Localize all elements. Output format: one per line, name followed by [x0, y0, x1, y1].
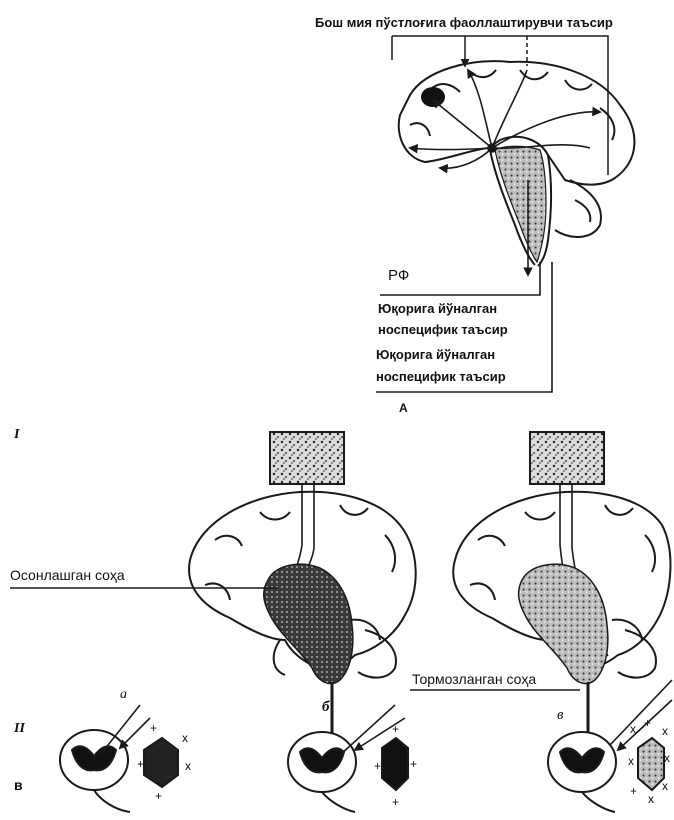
- svg-text:+: +: [630, 784, 637, 798]
- svg-text:+: +: [392, 795, 399, 809]
- sub-a-label: а: [120, 688, 127, 702]
- facilitated-zone-label: Осонлашган соҳа: [10, 568, 125, 582]
- stimulus-box-right: [530, 432, 604, 484]
- svg-text:x: x: [662, 779, 668, 793]
- sub-v-label: в: [557, 708, 564, 723]
- svg-text:+: +: [410, 757, 417, 771]
- upward-label-2-line1: Юқорига йўналган: [376, 348, 495, 361]
- panel-a-letter: А: [399, 402, 408, 414]
- svg-text:+: +: [155, 789, 162, 803]
- reticular-formation-a: [495, 146, 546, 262]
- svg-text:x: x: [664, 751, 670, 765]
- section-i-label: I: [14, 428, 19, 442]
- sub-b-label: б: [322, 700, 330, 715]
- svg-text:+: +: [374, 759, 381, 773]
- svg-text:+: +: [644, 716, 651, 730]
- svg-text:x: x: [630, 722, 636, 736]
- upward-label-1-line2: носпецифик таъсир: [378, 323, 508, 336]
- cortex-dark-spot: [421, 87, 445, 107]
- rf-label: РФ: [388, 268, 409, 283]
- letter-v-label: в: [14, 778, 23, 792]
- upward-label-1-line1: Юқорига йўналган: [378, 302, 497, 315]
- svg-text:x: x: [182, 731, 188, 745]
- upward-label-2-line2: носпецифик таъсир: [376, 370, 506, 383]
- stimulus-box-left: [270, 432, 344, 484]
- facilitated-zone-shape: [264, 564, 353, 683]
- svg-text:x: x: [662, 724, 668, 738]
- svg-text:+: +: [137, 757, 144, 771]
- svg-text:+: +: [150, 721, 157, 735]
- inhibited-zone-label: Тормозланган соҳа: [412, 672, 536, 686]
- section-ii-label: II: [14, 722, 25, 736]
- svg-text:+: +: [392, 722, 399, 736]
- svg-text:x: x: [628, 754, 634, 768]
- svg-text:x: x: [185, 759, 191, 773]
- spinal-section-b: [288, 705, 408, 812]
- top-title-label: Бош мия пўстлоғига фаоллаштирувчи таъсир: [315, 16, 613, 29]
- svg-text:x: x: [648, 792, 654, 806]
- inhibited-zone-shape: [519, 564, 608, 683]
